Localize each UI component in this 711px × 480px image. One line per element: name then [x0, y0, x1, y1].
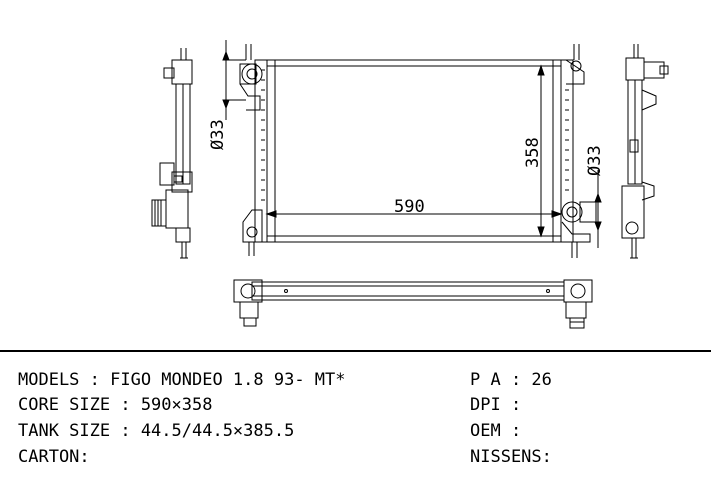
radiator-front-view [239, 44, 597, 258]
inlet-diameter-dimension [222, 40, 246, 120]
carton-line: CARTON: [18, 447, 90, 467]
core-height-dimension [537, 64, 545, 238]
left-side-view [151, 48, 193, 259]
section-divider [0, 350, 711, 352]
dpi-line: DPI : [470, 395, 522, 415]
outlet-diameter-label: Ø33 [585, 145, 605, 176]
tank-size-line: TANK SIZE : 44.5/44.5×385.5 [18, 421, 295, 441]
core-size-line: CORE SIZE : 590×358 [18, 395, 213, 415]
core-width-dimension [265, 210, 563, 218]
oem-line: OEM : [470, 421, 522, 441]
pa-line: P A : 26 [470, 370, 552, 390]
bottom-view [233, 279, 593, 329]
core-height-label: 358 [523, 137, 543, 168]
outlet-diameter-dimension [584, 170, 602, 248]
inlet-diameter-label: Ø33 [208, 119, 228, 150]
models-line: MODELS : FIGO MONDEO 1.8 93- MT* [18, 370, 346, 390]
core-width-label: 590 [394, 197, 425, 217]
radiator-technical-drawing: Ø33 [151, 40, 669, 329]
right-side-view [621, 44, 669, 259]
nissens-line: NISSENS: [470, 447, 552, 467]
